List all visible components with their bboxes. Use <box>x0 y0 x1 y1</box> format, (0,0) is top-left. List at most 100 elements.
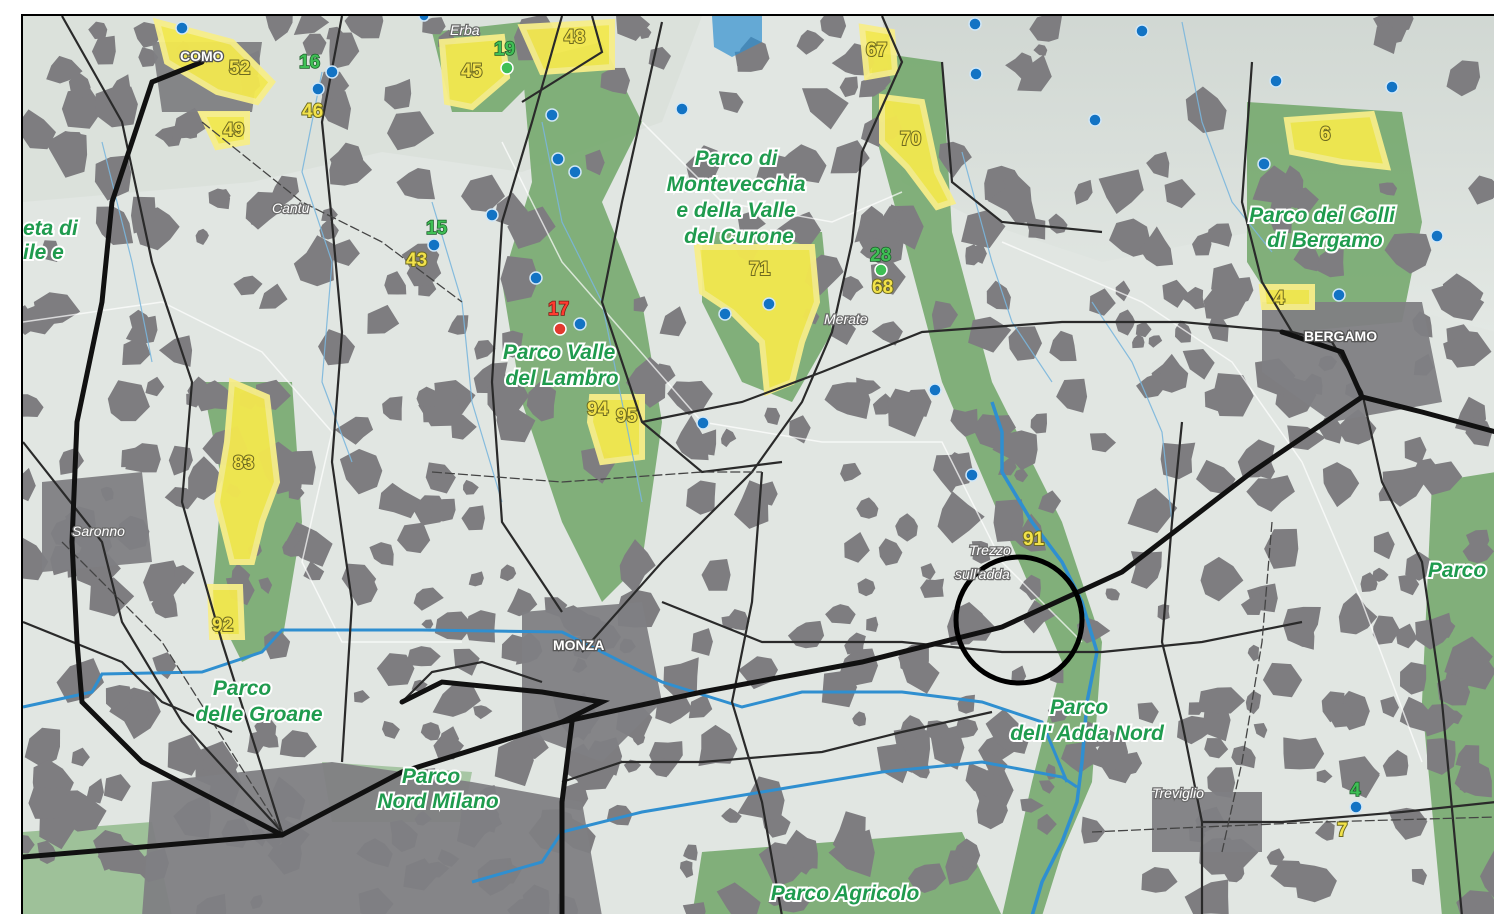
urban-patch <box>825 604 856 625</box>
urban-patch <box>1283 737 1325 770</box>
urban-patch <box>1206 223 1233 247</box>
urban-patch <box>103 774 131 802</box>
urban-patch <box>302 33 327 56</box>
urban-patch <box>384 78 412 110</box>
urban-patch <box>432 682 481 717</box>
urban-patch <box>1030 413 1047 434</box>
urban-patch <box>908 863 947 893</box>
urban-patch <box>1293 245 1320 272</box>
urban-patch <box>721 428 737 448</box>
urban-patch <box>701 559 731 591</box>
urban-patch <box>1371 567 1389 582</box>
urban-patch <box>764 407 781 425</box>
railways <box>61 121 1494 853</box>
urban-patch <box>46 55 83 84</box>
urban-patch <box>293 16 330 35</box>
urban-patch <box>1185 86 1227 133</box>
urban-patch <box>1246 475 1295 512</box>
urban-patch <box>1038 780 1055 794</box>
motorway-valassina <box>559 719 575 914</box>
urban-patch <box>1017 54 1052 92</box>
urban-patch <box>876 743 912 784</box>
urban-patch <box>1200 556 1244 602</box>
urban-patch <box>1180 286 1205 310</box>
urban-patch <box>1182 349 1215 380</box>
urban-patch <box>376 653 415 686</box>
urban-patch <box>502 330 524 358</box>
urban-patch <box>1240 593 1263 615</box>
urban-patch <box>45 131 88 178</box>
urban-patch <box>789 415 811 444</box>
urban-patch <box>1148 335 1163 348</box>
urban-patch <box>367 304 400 334</box>
urban-patch <box>216 189 231 202</box>
sic-area-67 <box>858 23 899 81</box>
urban-patch <box>1136 372 1167 399</box>
city-label-monza: MONZA <box>553 637 604 653</box>
highlight-circle[interactable] <box>953 554 1085 686</box>
urban-patch <box>413 587 444 611</box>
urban-patch <box>1089 433 1116 453</box>
sic-area-52 <box>152 17 276 106</box>
urban-patch <box>1141 867 1178 893</box>
road-3 <box>490 16 564 613</box>
urban-patch <box>1207 767 1236 798</box>
urban-patch <box>1135 321 1152 338</box>
urban-patch <box>507 588 538 617</box>
urban-patch <box>831 318 856 345</box>
road-1 <box>61 16 284 833</box>
urban-milano <box>142 762 602 914</box>
urban-patch <box>1423 703 1461 737</box>
urban-patch <box>856 497 879 519</box>
urban-patch <box>866 616 879 632</box>
road-4 <box>600 21 783 474</box>
road-15 <box>521 16 604 103</box>
urban-patch <box>1132 334 1145 349</box>
urban-patch <box>1388 807 1428 840</box>
urban-patch <box>698 724 738 767</box>
urban-patch <box>318 329 355 366</box>
site-number-67: 67 <box>866 40 887 61</box>
urban-patch <box>721 616 738 629</box>
urban-patch <box>871 321 903 346</box>
urban-patch <box>397 522 431 554</box>
urban-patch <box>339 448 383 495</box>
urban-patch <box>859 75 886 98</box>
road-7 <box>641 320 1333 424</box>
urban-patch <box>164 487 198 510</box>
urban-patch <box>616 16 651 41</box>
urban-patch <box>931 300 958 331</box>
urban-patch <box>1459 760 1492 798</box>
urban-patch <box>965 762 993 798</box>
urban-patch <box>1446 60 1481 97</box>
site-point-green-28 <box>874 263 888 277</box>
urban-patch <box>125 315 158 344</box>
urban-patch <box>1480 850 1494 898</box>
urban-patch <box>761 813 791 838</box>
urban-patch <box>259 283 288 309</box>
urban-patch <box>23 394 44 417</box>
urban-patch <box>24 727 61 768</box>
urban-patch <box>1261 462 1275 480</box>
urban-patch <box>1010 513 1047 552</box>
urban-patch <box>1405 551 1437 581</box>
urban-patch <box>23 109 56 150</box>
urban-patch <box>423 405 434 423</box>
map-canvas[interactable]: 52 49 48 45 46 43 67 70 71 68 6 4 94 95 … <box>23 16 1494 914</box>
urban-patch <box>1148 495 1169 513</box>
urban-patch <box>1431 282 1485 321</box>
urban-patch <box>127 692 149 729</box>
urban-patch <box>474 340 496 360</box>
urban-patch <box>1127 488 1178 534</box>
urban-patch <box>1328 702 1353 728</box>
urban-patch <box>694 429 717 456</box>
urban-patch <box>1338 756 1380 799</box>
urban-patch <box>667 380 713 416</box>
urban-patch <box>1316 769 1333 784</box>
urban-patch <box>1253 723 1268 739</box>
site-number-16: 16 <box>299 52 320 73</box>
map-frame[interactable]: 52 49 48 45 46 43 67 70 71 68 6 4 94 95 … <box>21 14 1494 914</box>
park-label-adda-nord: Parco dell' Adda Nord <box>1010 696 1165 745</box>
site-point-red <box>553 322 567 336</box>
urban-patch <box>1137 702 1159 724</box>
